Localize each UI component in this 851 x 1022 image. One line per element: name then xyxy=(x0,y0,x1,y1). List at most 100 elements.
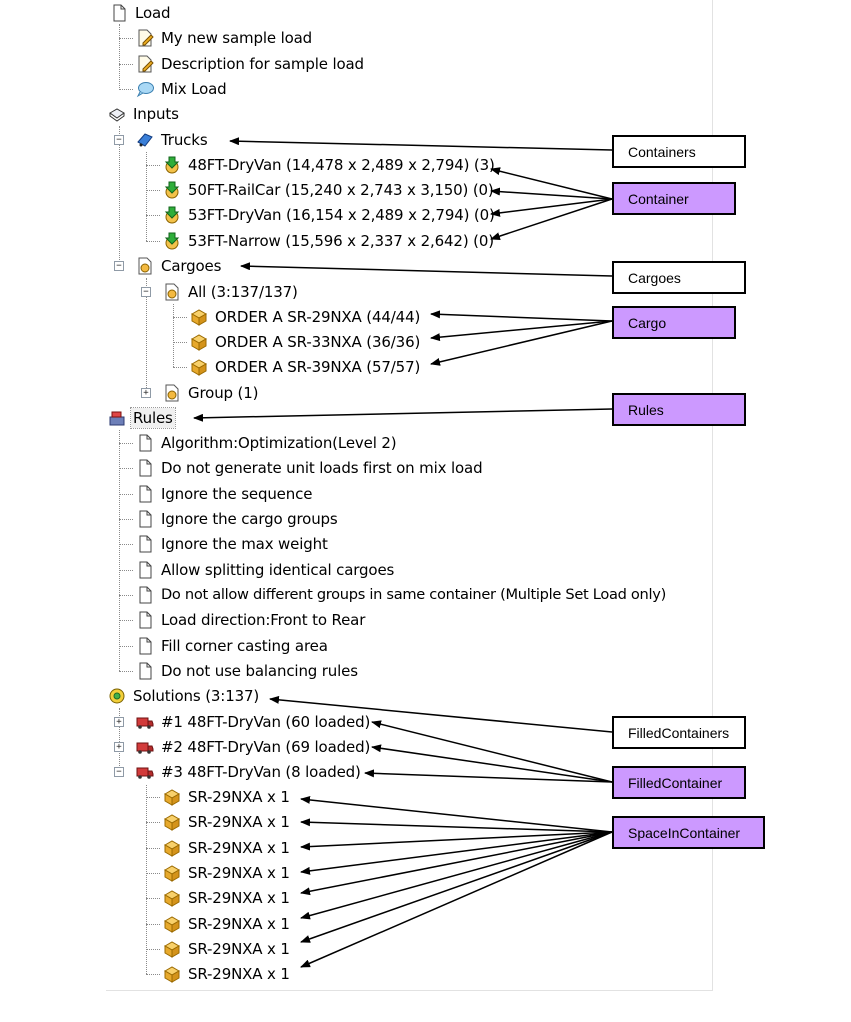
tree-node-truck[interactable]: 48FT-DryVan (14,478 x 2,489 x 2,794) (3) xyxy=(163,154,497,176)
tree-label: ORDER A SR-39NXA (57/57) xyxy=(215,358,421,376)
tree-label: SR-29NXA x 1 xyxy=(188,813,290,831)
cargo-group-icon xyxy=(138,257,152,275)
expand-filled-container-2-toggle[interactable]: + xyxy=(114,742,124,752)
tree-line xyxy=(146,278,147,392)
tree-node-space[interactable]: SR-29NXA x 1 xyxy=(163,786,292,808)
collapse-trucks-toggle[interactable]: − xyxy=(114,135,124,145)
tree-node-cargo[interactable]: ORDER A SR-29NXA (44/44) xyxy=(190,306,422,328)
note-pencil-icon xyxy=(138,29,154,47)
tree-node-rule[interactable]: Allow splitting identical cargoes xyxy=(136,559,396,581)
expand-group-toggle[interactable]: + xyxy=(141,388,151,398)
tree-node-filled-container[interactable]: #2 48FT-DryVan (69 loaded) xyxy=(136,736,372,758)
tree-node-inputs[interactable]: Inputs xyxy=(108,103,181,125)
tree-node-rule[interactable]: Do not generate unit loads first on mix … xyxy=(136,457,484,479)
tree-node-space[interactable]: SR-29NXA x 1 xyxy=(163,837,292,859)
tree-node-rules[interactable]: Rules xyxy=(108,407,176,429)
tree-label: Load xyxy=(135,4,171,22)
tree-node-load-description[interactable]: Description for sample load xyxy=(136,53,366,75)
tree-label: Algorithm:Optimization(Level 2) xyxy=(161,434,397,452)
tree-label: SR-29NXA x 1 xyxy=(188,864,290,882)
tree-line xyxy=(146,190,160,191)
tree-label: ORDER A SR-29NXA (44/44) xyxy=(215,308,421,326)
truck-download-icon xyxy=(164,206,180,224)
tree-label: Mix Load xyxy=(161,80,227,98)
tree-node-load[interactable]: Load xyxy=(110,2,172,24)
tree-label: ORDER A SR-33NXA (36/36) xyxy=(215,333,421,351)
tree-node-space[interactable]: SR-29NXA x 1 xyxy=(163,938,292,960)
tree-node-cargo-group[interactable]: Group (1) xyxy=(163,382,260,404)
tree-label: Allow splitting identical cargoes xyxy=(161,561,395,579)
tree-node-cargo[interactable]: ORDER A SR-33NXA (36/36) xyxy=(190,331,422,353)
truck-download-icon xyxy=(164,181,180,199)
tree-node-rule[interactable]: Algorithm:Optimization(Level 2) xyxy=(136,432,398,454)
tree-label: Do not use balancing rules xyxy=(161,662,358,680)
cardboard-box-icon xyxy=(190,334,208,351)
tree-line xyxy=(146,873,160,874)
document-icon xyxy=(139,510,152,528)
tree-label: 48FT-DryVan (14,478 x 2,489 x 2,794) (3) xyxy=(188,156,495,174)
tree-node-rule[interactable]: Ignore the cargo groups xyxy=(136,508,340,530)
document-icon xyxy=(139,611,152,629)
collapse-all-cargoes-toggle[interactable]: − xyxy=(141,287,151,297)
tree-line xyxy=(119,89,133,90)
document-icon xyxy=(139,459,152,477)
tree-node-rule[interactable]: Do not use balancing rules xyxy=(136,660,360,682)
red-truck-icon xyxy=(136,717,154,729)
tree-label: Fill corner casting area xyxy=(161,637,328,655)
truck-icon xyxy=(137,133,153,147)
tree-line xyxy=(119,38,133,39)
cardboard-box-icon xyxy=(163,890,181,907)
tree-node-trucks[interactable]: Trucks xyxy=(136,129,209,151)
collapse-filled-container-3-toggle[interactable]: − xyxy=(114,767,124,777)
tree-label: 50FT-RailCar (15,240 x 2,743 x 3,150) (0… xyxy=(188,181,494,199)
expand-filled-container-1-toggle[interactable]: + xyxy=(114,717,124,727)
tree-node-rule[interactable]: Load direction:Front to Rear xyxy=(136,609,367,631)
cardboard-box-icon xyxy=(163,840,181,857)
note-pencil-icon xyxy=(138,55,154,73)
tree-line xyxy=(119,24,120,90)
tree-node-rule[interactable]: Ignore the max weight xyxy=(136,533,330,555)
tree-label: Description for sample load xyxy=(161,55,364,73)
tree-node-truck[interactable]: 53FT-DryVan (16,154 x 2,489 x 2,794) (0) xyxy=(163,204,497,226)
tree-node-load-mix[interactable]: Mix Load xyxy=(136,78,229,100)
tree-node-space[interactable]: SR-29NXA x 1 xyxy=(163,862,292,884)
tree-node-truck[interactable]: 53FT-Narrow (15,596 x 2,337 x 2,642) (0) xyxy=(163,230,496,252)
tree-node-space[interactable]: SR-29NXA x 1 xyxy=(163,963,292,985)
tree-node-rule[interactable]: Ignore the sequence xyxy=(136,483,314,505)
cardboard-box-icon xyxy=(163,916,181,933)
tree-label: My new sample load xyxy=(161,29,313,47)
tree-node-truck[interactable]: 50FT-RailCar (15,240 x 2,743 x 3,150) (0… xyxy=(163,179,496,201)
tree-line xyxy=(119,430,120,671)
tree-node-space[interactable]: SR-29NXA x 1 xyxy=(163,811,292,833)
tree-node-rule[interactable]: Do not allow different groups in same co… xyxy=(136,584,668,606)
tree-label: 53FT-Narrow (15,596 x 2,337 x 2,642) (0) xyxy=(188,232,494,250)
tree-node-cargoes-all[interactable]: All (3:137/137) xyxy=(163,281,300,303)
tree-node-space[interactable]: SR-29NXA x 1 xyxy=(163,887,292,909)
truck-download-icon xyxy=(164,232,180,250)
tree-node-cargo[interactable]: ORDER A SR-39NXA (57/57) xyxy=(190,356,422,378)
tree-node-space[interactable]: SR-29NXA x 1 xyxy=(163,913,292,935)
tree-line xyxy=(119,64,133,65)
collapse-cargoes-toggle[interactable]: − xyxy=(114,261,124,271)
tree-line xyxy=(119,570,133,571)
tree-line xyxy=(119,494,133,495)
tree-label: 53FT-DryVan (16,154 x 2,489 x 2,794) (0) xyxy=(188,206,495,224)
red-truck-icon xyxy=(136,742,154,754)
tree-line xyxy=(119,519,133,520)
tree-label: Ignore the max weight xyxy=(161,535,328,553)
tree-node-cargoes[interactable]: Cargoes xyxy=(136,255,223,277)
tree-node-filled-container[interactable]: #3 48FT-DryVan (8 loaded) xyxy=(136,761,363,783)
tree-line xyxy=(119,468,133,469)
tree-line xyxy=(173,367,187,368)
tree-label: Cargoes xyxy=(161,257,222,275)
tree-label: All (3:137/137) xyxy=(188,283,298,301)
tree-label: Inputs xyxy=(133,105,179,123)
tree-node-load-name[interactable]: My new sample load xyxy=(136,27,314,49)
cargo-group-icon xyxy=(165,283,179,301)
tree-line xyxy=(119,646,133,647)
tree-label: Ignore the sequence xyxy=(161,485,313,503)
tree-node-filled-container[interactable]: #1 48FT-DryVan (60 loaded) xyxy=(136,711,372,733)
tree-label: Trucks xyxy=(161,131,208,149)
tree-node-solutions[interactable]: Solutions (3:137) xyxy=(108,685,261,707)
tree-node-rule[interactable]: Fill corner casting area xyxy=(136,635,330,657)
